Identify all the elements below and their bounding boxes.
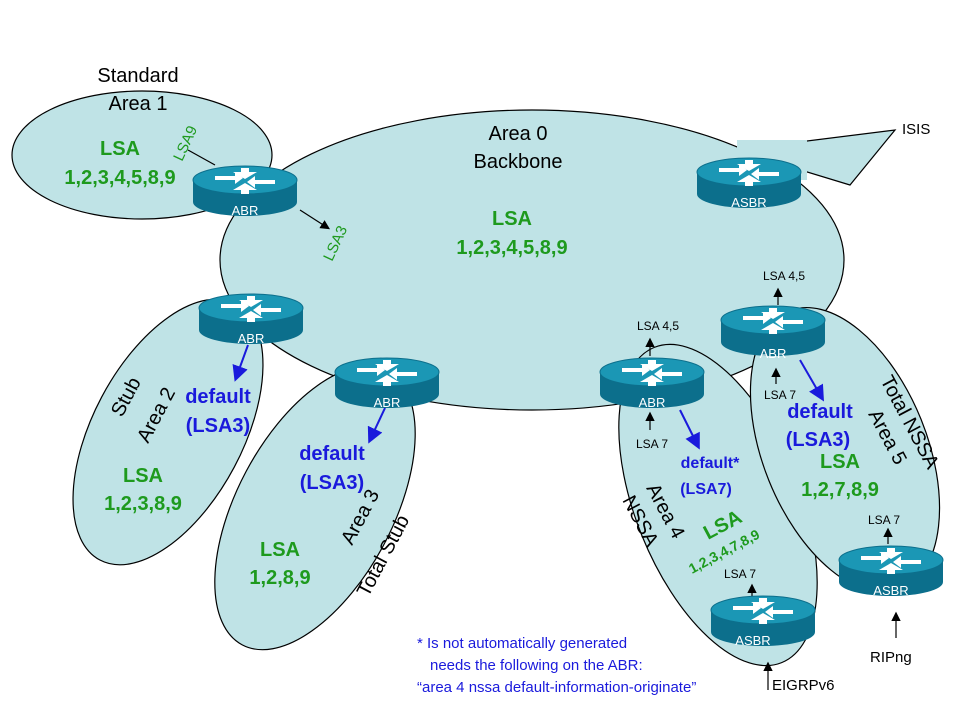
area4-default-1: default* bbox=[681, 455, 740, 472]
area5-default-2: (LSA3) bbox=[786, 429, 850, 451]
router-abr-area5: ABR bbox=[720, 305, 826, 361]
area1-lsa-list: 1,2,3,4,5,8,9 bbox=[64, 167, 175, 189]
area3-lsa-list: 1,2,8,9 bbox=[249, 567, 310, 589]
area5-default-1: default bbox=[787, 401, 853, 423]
router-asbr-area5-label: ASBR bbox=[873, 583, 908, 598]
area4-lsa45: LSA 4,5 bbox=[637, 319, 679, 333]
area5-lsa7-upper: LSA 7 bbox=[764, 388, 796, 402]
area5-lsa-title: LSA bbox=[820, 451, 860, 473]
footnote-line-3: “area 4 nssa default-information-origina… bbox=[417, 679, 696, 696]
area3-lsa-title: LSA bbox=[260, 539, 300, 561]
router-asbr-area4-label: ASBR bbox=[735, 633, 770, 648]
router-abr-area4-label: ABR bbox=[639, 395, 666, 410]
area4-lsa7-upper: LSA 7 bbox=[636, 437, 668, 451]
ripng-label: RIPng bbox=[870, 649, 912, 666]
eigrp-label: EIGRPv6 bbox=[772, 677, 835, 694]
area4-default-2: (LSA7) bbox=[680, 481, 732, 498]
area1-lsa-title: LSA bbox=[100, 138, 140, 160]
router-abr-area3: ABR bbox=[334, 357, 440, 410]
router-abr-area1-label: ABR bbox=[232, 203, 259, 218]
area1-title-2: Area 1 bbox=[109, 93, 168, 115]
area5-lsa45: LSA 4,5 bbox=[763, 269, 805, 283]
router-abr-area2-label: ABR bbox=[238, 331, 265, 346]
area1-title-1: Standard bbox=[97, 65, 178, 87]
router-asbr-backbone: ASBR bbox=[696, 157, 802, 210]
area4-default-arrow bbox=[679, 409, 700, 450]
area5-default-arrow bbox=[799, 359, 825, 402]
area3-default-1: default bbox=[299, 443, 365, 465]
lsa3-arrow bbox=[299, 209, 331, 230]
area0-title-2: Backbone bbox=[474, 151, 563, 173]
area0-ellipse bbox=[219, 109, 845, 411]
area0-lsa-list: 1,2,3,4,5,8,9 bbox=[456, 237, 567, 259]
router-asbr-area4: ASBR bbox=[710, 595, 816, 648]
area0-lsa-title: LSA bbox=[492, 208, 532, 230]
area2-default-1: default bbox=[185, 386, 251, 408]
area5-lsa-list: 1,2,7,8,9 bbox=[801, 479, 879, 501]
router-asbr-area5: ASBR bbox=[838, 545, 944, 598]
footnote-line-1: * Is not automatically generated bbox=[417, 635, 627, 652]
area2-default-2: (LSA3) bbox=[186, 415, 250, 437]
router-abr-area2: ABR bbox=[198, 293, 304, 346]
area5-lsa7-lower: LSA 7 bbox=[868, 513, 900, 527]
router-abr-area3-label: ABR bbox=[374, 395, 401, 410]
area2-default-arrow bbox=[232, 344, 249, 382]
area2-lsa-list: 1,2,3,8,9 bbox=[104, 493, 182, 515]
area3-default-arrow bbox=[367, 407, 386, 444]
area4-lsa7-lower: LSA 7 bbox=[724, 567, 756, 581]
router-abr-area5-label: ABR bbox=[760, 346, 787, 361]
area0-title-1: Area 0 bbox=[489, 123, 548, 145]
area2-lsa-title: LSA bbox=[123, 465, 163, 487]
isis-label: ISIS bbox=[902, 121, 930, 138]
router-asbr-backbone-label: ASBR bbox=[731, 195, 766, 210]
router-abr-area4: ABR bbox=[599, 357, 705, 410]
area3-default-2: (LSA3) bbox=[300, 472, 364, 494]
footnote-line-2: needs the following on the ABR: bbox=[430, 657, 643, 674]
lsa9-arrow bbox=[187, 149, 216, 166]
router-abr-area1: ABR bbox=[192, 165, 298, 218]
